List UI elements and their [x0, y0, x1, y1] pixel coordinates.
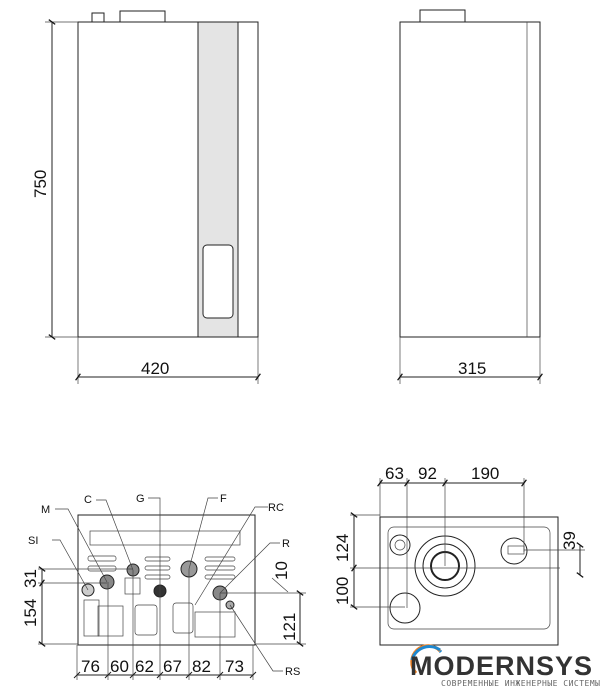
dim-63: 63: [385, 464, 404, 483]
dim-67: 67: [163, 657, 182, 676]
dim-190: 190: [471, 464, 499, 483]
boiler-front-outline: [77, 21, 259, 338]
depth-label: 315: [458, 359, 486, 378]
top-view: 63 92 190 124 100 39: [333, 464, 585, 646]
dim-100: 100: [333, 577, 352, 605]
display-window: [202, 244, 234, 319]
expansion-vessel: [389, 592, 421, 624]
dim-60: 60: [110, 657, 129, 676]
dim-39: 39: [560, 531, 579, 550]
dim-62: 62: [135, 657, 154, 676]
side-view: 315: [397, 9, 543, 384]
bottom-outline: [77, 514, 256, 646]
label-g: G: [136, 493, 145, 505]
height-label: 750: [31, 170, 50, 198]
dim-76: 76: [81, 657, 100, 676]
dim-154: 154: [21, 599, 40, 627]
dim-31: 31: [21, 569, 40, 588]
bottom-connections-view: M C G F RC R SI RS 76 60 62 67 82 73 31: [21, 493, 306, 680]
dim-92: 92: [418, 464, 437, 483]
label-si: SI: [28, 535, 38, 547]
label-rc: RC: [268, 502, 284, 514]
modernsys-logo: MODERNSYS СОВРЕМЕННЫЕ ИНЖЕНЕРНЫЕ СИСТЕМЫ: [410, 644, 601, 687]
label-r: R: [282, 538, 290, 550]
label-rs: RS: [285, 666, 300, 678]
dim-10: 10: [272, 561, 291, 580]
front-view: 750 420: [31, 10, 261, 384]
dim-124: 124: [333, 534, 352, 562]
logo-name: MODERNSYS: [410, 651, 593, 681]
dim-121: 121: [280, 613, 299, 641]
dim-82: 82: [192, 657, 211, 676]
air-intake: [389, 534, 411, 556]
boiler-side-outline: [399, 21, 541, 338]
width-label: 420: [141, 359, 169, 378]
label-f: F: [220, 493, 227, 505]
label-m: M: [41, 504, 50, 516]
logo-tagline: СОВРЕМЕННЫЕ ИНЖЕНЕРНЫЕ СИСТЕМЫ: [441, 679, 601, 687]
top-outline: [379, 516, 559, 646]
label-c: C: [84, 494, 92, 506]
dim-73: 73: [225, 657, 244, 676]
